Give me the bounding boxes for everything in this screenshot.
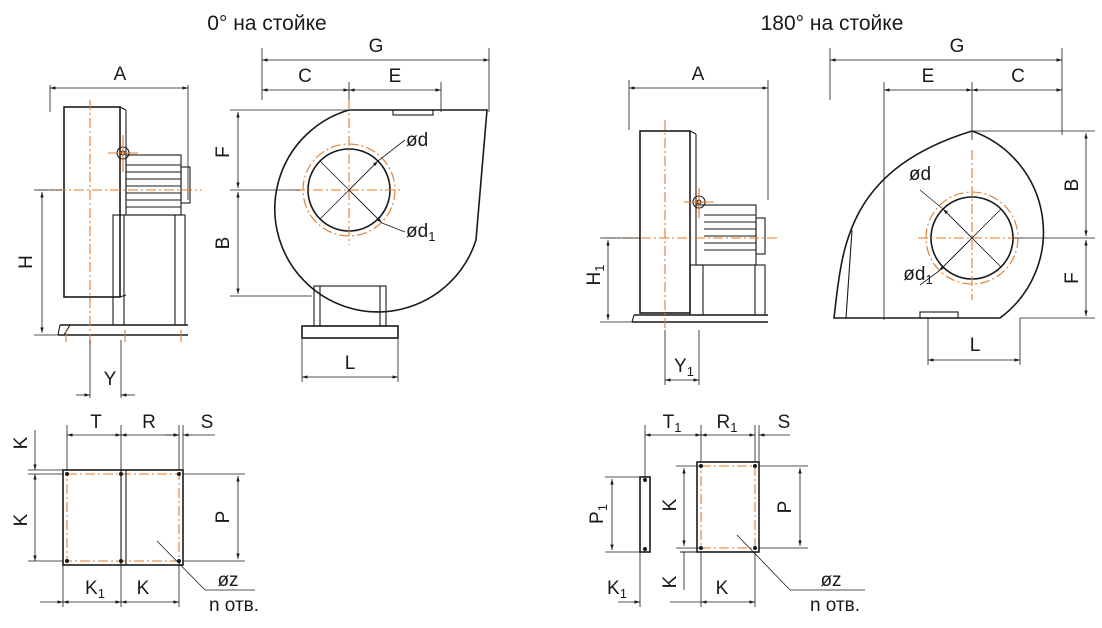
dim-h-label: H (16, 255, 37, 269)
dim-k-left-label: K (11, 513, 32, 526)
right-front-view: G E C ød ød1 B F L (829, 36, 1095, 365)
dim-p-right-label: P (775, 501, 796, 514)
dim-d-right-label: ød (909, 164, 931, 185)
dim-h1-label: H1 (584, 265, 607, 286)
dim-s-right-label: S (778, 412, 791, 433)
dim-b-label: B (213, 237, 234, 250)
dim-e-label: E (389, 66, 402, 87)
dim-k1-right-label: K1 (607, 578, 627, 601)
dim-p1-label: P1 (587, 504, 610, 524)
dim-g-label: G (369, 36, 384, 57)
dim-f-right-label: F (1062, 272, 1083, 284)
dim-t1-label: T1 (663, 412, 682, 435)
holes-right-label: n отв. (810, 595, 860, 616)
dim-c-label: C (298, 66, 312, 87)
dim-r-label: R (142, 412, 156, 433)
dim-k-bottom-right-label: K (716, 578, 729, 599)
dim-k-inner-label: K (660, 498, 681, 511)
dim-d-label: ød (406, 130, 428, 151)
left-side-view: A H (16, 64, 202, 398)
dim-d1-right-label: ød1 (903, 264, 932, 287)
left-front-view: G C E ød ød1 F B (213, 36, 490, 382)
right-side-view: A H1 Y1 (584, 64, 780, 385)
dim-a-label: A (114, 64, 127, 85)
dim-y1-label: Y1 (674, 356, 694, 379)
dim-l-label: L (345, 353, 356, 374)
dim-a-right-label: A (692, 64, 705, 85)
holes-label: n отв. (209, 595, 259, 616)
dim-k1-label: K1 (85, 578, 105, 601)
title-right: 180° на стойке (761, 12, 904, 35)
dim-b-right-label: B (1062, 179, 1083, 192)
dim-s-label: S (201, 412, 214, 433)
dim-k-bottom-label: K (137, 578, 150, 599)
dim-p-label: P (213, 511, 234, 524)
dim-k-lower-label: K (660, 575, 681, 588)
dim-y-label: Y (104, 369, 117, 390)
dim-f-label: F (213, 146, 234, 158)
dim-c-right-label: C (1011, 66, 1025, 87)
dim-z-right-label: øz (820, 570, 841, 591)
dim-r1-label: R1 (717, 412, 738, 435)
dim-e-right-label: E (922, 66, 935, 87)
dim-z-label: øz (217, 570, 238, 591)
dim-g-right-label: G (950, 36, 965, 57)
title-left: 0° на стойке (207, 12, 326, 35)
right-flange-view: T1 R1 S P1 K K P K1 K øz n отв. (587, 412, 865, 616)
dim-d1-label: ød1 (406, 221, 435, 244)
dim-t-label: T (90, 412, 102, 433)
dim-k-top-label: K (11, 436, 32, 449)
dim-l-right-label: L (970, 335, 981, 356)
left-flange-view: T R S K K P K1 K øz n отв. (11, 412, 259, 616)
